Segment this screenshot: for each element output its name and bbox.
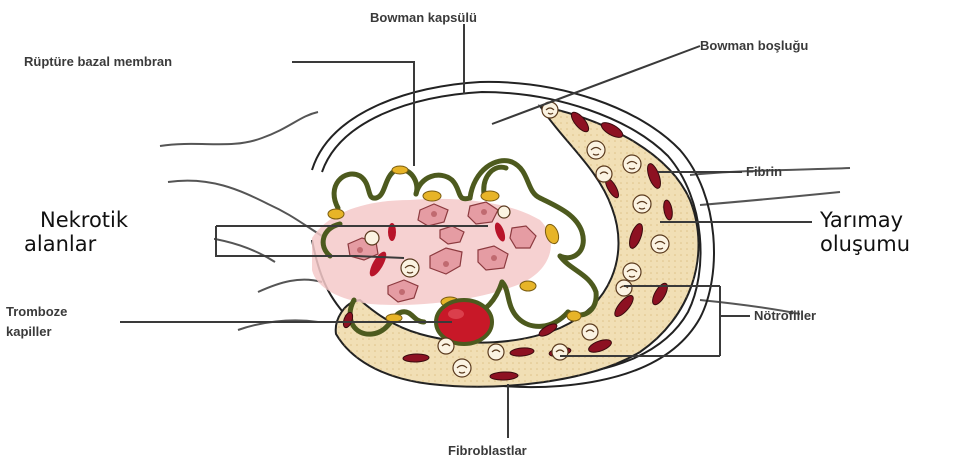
label-thrombosed-1: Tromboze bbox=[6, 304, 67, 319]
label-crescent-1: Yarımay bbox=[819, 208, 903, 232]
label-fibroblasts: Fibroblastlar bbox=[448, 443, 527, 458]
label-bowman-space: Bowman boşluğu bbox=[700, 38, 808, 53]
label-necrotic-1: Nekrotik bbox=[40, 208, 129, 232]
label-neutrophils: Nötrofiller bbox=[754, 308, 816, 323]
label-bowman-capsule: Bowman kapsülü bbox=[370, 10, 477, 25]
label-fibrin: Fibrin bbox=[746, 164, 782, 179]
label-thrombosed-2: kapiller bbox=[6, 324, 52, 339]
label-crescent-2: oluşumu bbox=[820, 232, 910, 256]
label-necrotic-2: alanlar bbox=[24, 232, 97, 256]
label-ruptured-membrane: Rüptüre bazal membran bbox=[24, 54, 172, 69]
